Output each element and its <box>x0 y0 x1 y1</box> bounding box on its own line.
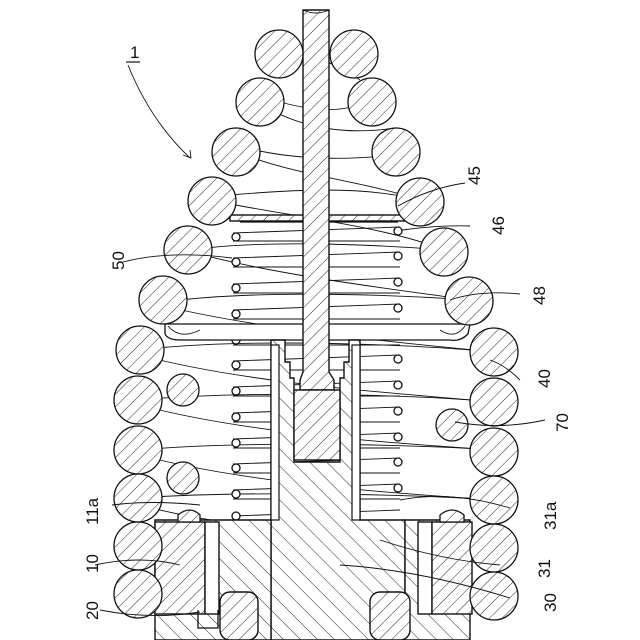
label-20: 20 <box>83 601 102 620</box>
label-10: 10 <box>83 554 102 573</box>
label-50: 50 <box>109 251 128 270</box>
label-31a: 31a <box>541 501 560 530</box>
label-30: 30 <box>541 593 560 612</box>
central-rod <box>300 10 334 390</box>
label-31: 31 <box>535 559 554 578</box>
label-46: 46 <box>489 216 508 235</box>
label-40: 40 <box>535 369 554 388</box>
label-48: 48 <box>530 286 549 305</box>
label-45: 45 <box>465 166 484 185</box>
label-1: 1 <box>130 43 139 62</box>
label-70: 70 <box>553 413 572 432</box>
label-11a: 11a <box>83 497 102 525</box>
